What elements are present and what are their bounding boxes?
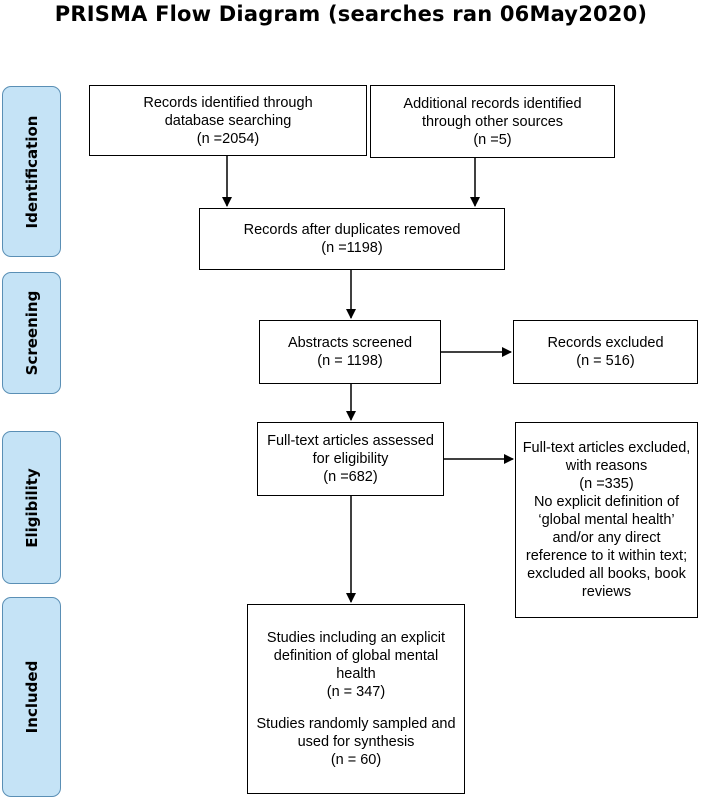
box-fulltext-excluded: Full-text articles excluded, with reason… bbox=[515, 422, 698, 618]
stage-screening: Screening bbox=[2, 272, 61, 394]
stage-included: Included bbox=[2, 597, 61, 797]
box-database-searching: Records identified through database sear… bbox=[89, 85, 367, 156]
box-other-sources: Additional records identified through ot… bbox=[370, 85, 615, 158]
stage-identification: Identification bbox=[2, 86, 61, 257]
box-duplicates-removed: Records after duplicates removed (n =119… bbox=[199, 208, 505, 270]
box-abstracts-screened: Abstracts screened (n = 1198) bbox=[259, 320, 441, 384]
box-fulltext-assessed: Full-text articles assessed for eligibil… bbox=[257, 422, 444, 496]
box-records-excluded: Records excluded (n = 516) bbox=[513, 320, 698, 384]
box-included-studies: Studies including an explicit definition… bbox=[247, 604, 465, 794]
diagram-title: PRISMA Flow Diagram (searches ran 06May2… bbox=[54, 2, 648, 26]
stage-eligibility: Eligibility bbox=[2, 431, 61, 584]
